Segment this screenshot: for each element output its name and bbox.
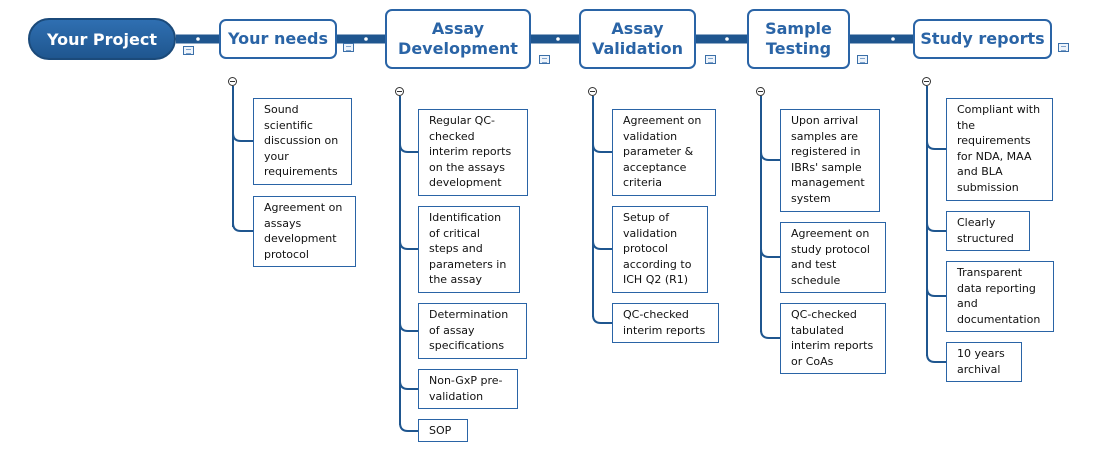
topic-your-needs[interactable]: Your needs	[219, 19, 337, 59]
leaf-connector	[399, 422, 418, 432]
leaf-connector	[592, 240, 612, 250]
connector-dot	[364, 37, 368, 41]
collapse-minus-icon[interactable]	[588, 87, 597, 96]
connector-dot	[891, 37, 895, 41]
note-icon[interactable]	[183, 46, 194, 55]
root-node-your-project[interactable]: Your Project	[28, 18, 176, 60]
leaf-connector	[232, 222, 253, 232]
connector-dot	[725, 37, 729, 41]
collapse-minus-icon[interactable]	[395, 87, 404, 96]
note-icon[interactable]	[857, 55, 868, 64]
collapse-minus-icon[interactable]	[228, 77, 237, 86]
leaf-item[interactable]: QC-checked interim reports	[612, 303, 719, 343]
leaf-item[interactable]: Agreement on validation parameter & acce…	[612, 109, 716, 196]
note-icon[interactable]	[539, 55, 550, 64]
connector-dot	[196, 37, 200, 41]
leaf-item[interactable]: 10 years archival	[946, 342, 1022, 382]
leaf-item[interactable]: Regular QC-checked interim reports on th…	[418, 109, 528, 196]
collapse-minus-icon[interactable]	[922, 77, 931, 86]
topic-assay-validation[interactable]: Assay Validation	[579, 9, 696, 69]
topic-sample-testing[interactable]: Sample Testing	[747, 9, 850, 69]
leaf-connector	[592, 314, 612, 324]
note-icon[interactable]	[705, 55, 716, 64]
leaf-connector	[399, 322, 418, 332]
leaf-item[interactable]: Identification of critical steps and par…	[418, 206, 520, 293]
leaf-item[interactable]: Compliant with the requirements for NDA,…	[946, 98, 1053, 201]
note-icon[interactable]	[343, 43, 354, 52]
leaf-connector	[232, 132, 253, 142]
topic-assay-development[interactable]: Assay Development	[385, 9, 531, 69]
leaf-item[interactable]: QC-checked tabulated interim reports or …	[780, 303, 886, 374]
leaf-connector	[399, 240, 418, 250]
leaf-item[interactable]: Agreement on assays development protocol	[253, 196, 356, 267]
collapse-minus-icon[interactable]	[756, 87, 765, 96]
leaf-item[interactable]: Sound scientific discussion on your requ…	[253, 98, 352, 185]
leaf-connector	[760, 329, 780, 339]
leaf-item[interactable]: Transparent data reporting and documenta…	[946, 261, 1054, 332]
leaf-connector	[926, 353, 946, 363]
leaf-connector	[760, 248, 780, 258]
leaf-item[interactable]: Clearly structured	[946, 211, 1030, 251]
leaf-connector	[926, 287, 946, 297]
leaf-item[interactable]: SOP	[418, 419, 468, 442]
note-icon[interactable]	[1058, 43, 1069, 52]
connector-dot	[556, 37, 560, 41]
leaf-connector	[926, 222, 946, 232]
leaf-connector	[399, 143, 418, 153]
leaf-connector	[760, 151, 780, 161]
leaf-connector	[926, 140, 946, 150]
leaf-item[interactable]: Agreement on study protocol and test sch…	[780, 222, 886, 293]
topic-study-reports[interactable]: Study reports	[913, 19, 1052, 59]
leaf-item[interactable]: Determination of assay specifications	[418, 303, 527, 359]
leaf-item[interactable]: Upon arrival samples are registered in I…	[780, 109, 880, 212]
leaf-item[interactable]: Setup of validation protocol according t…	[612, 206, 708, 293]
leaf-connector	[592, 143, 612, 153]
leaf-connector	[399, 380, 418, 390]
leaf-item[interactable]: Non-GxP pre-validation	[418, 369, 518, 409]
